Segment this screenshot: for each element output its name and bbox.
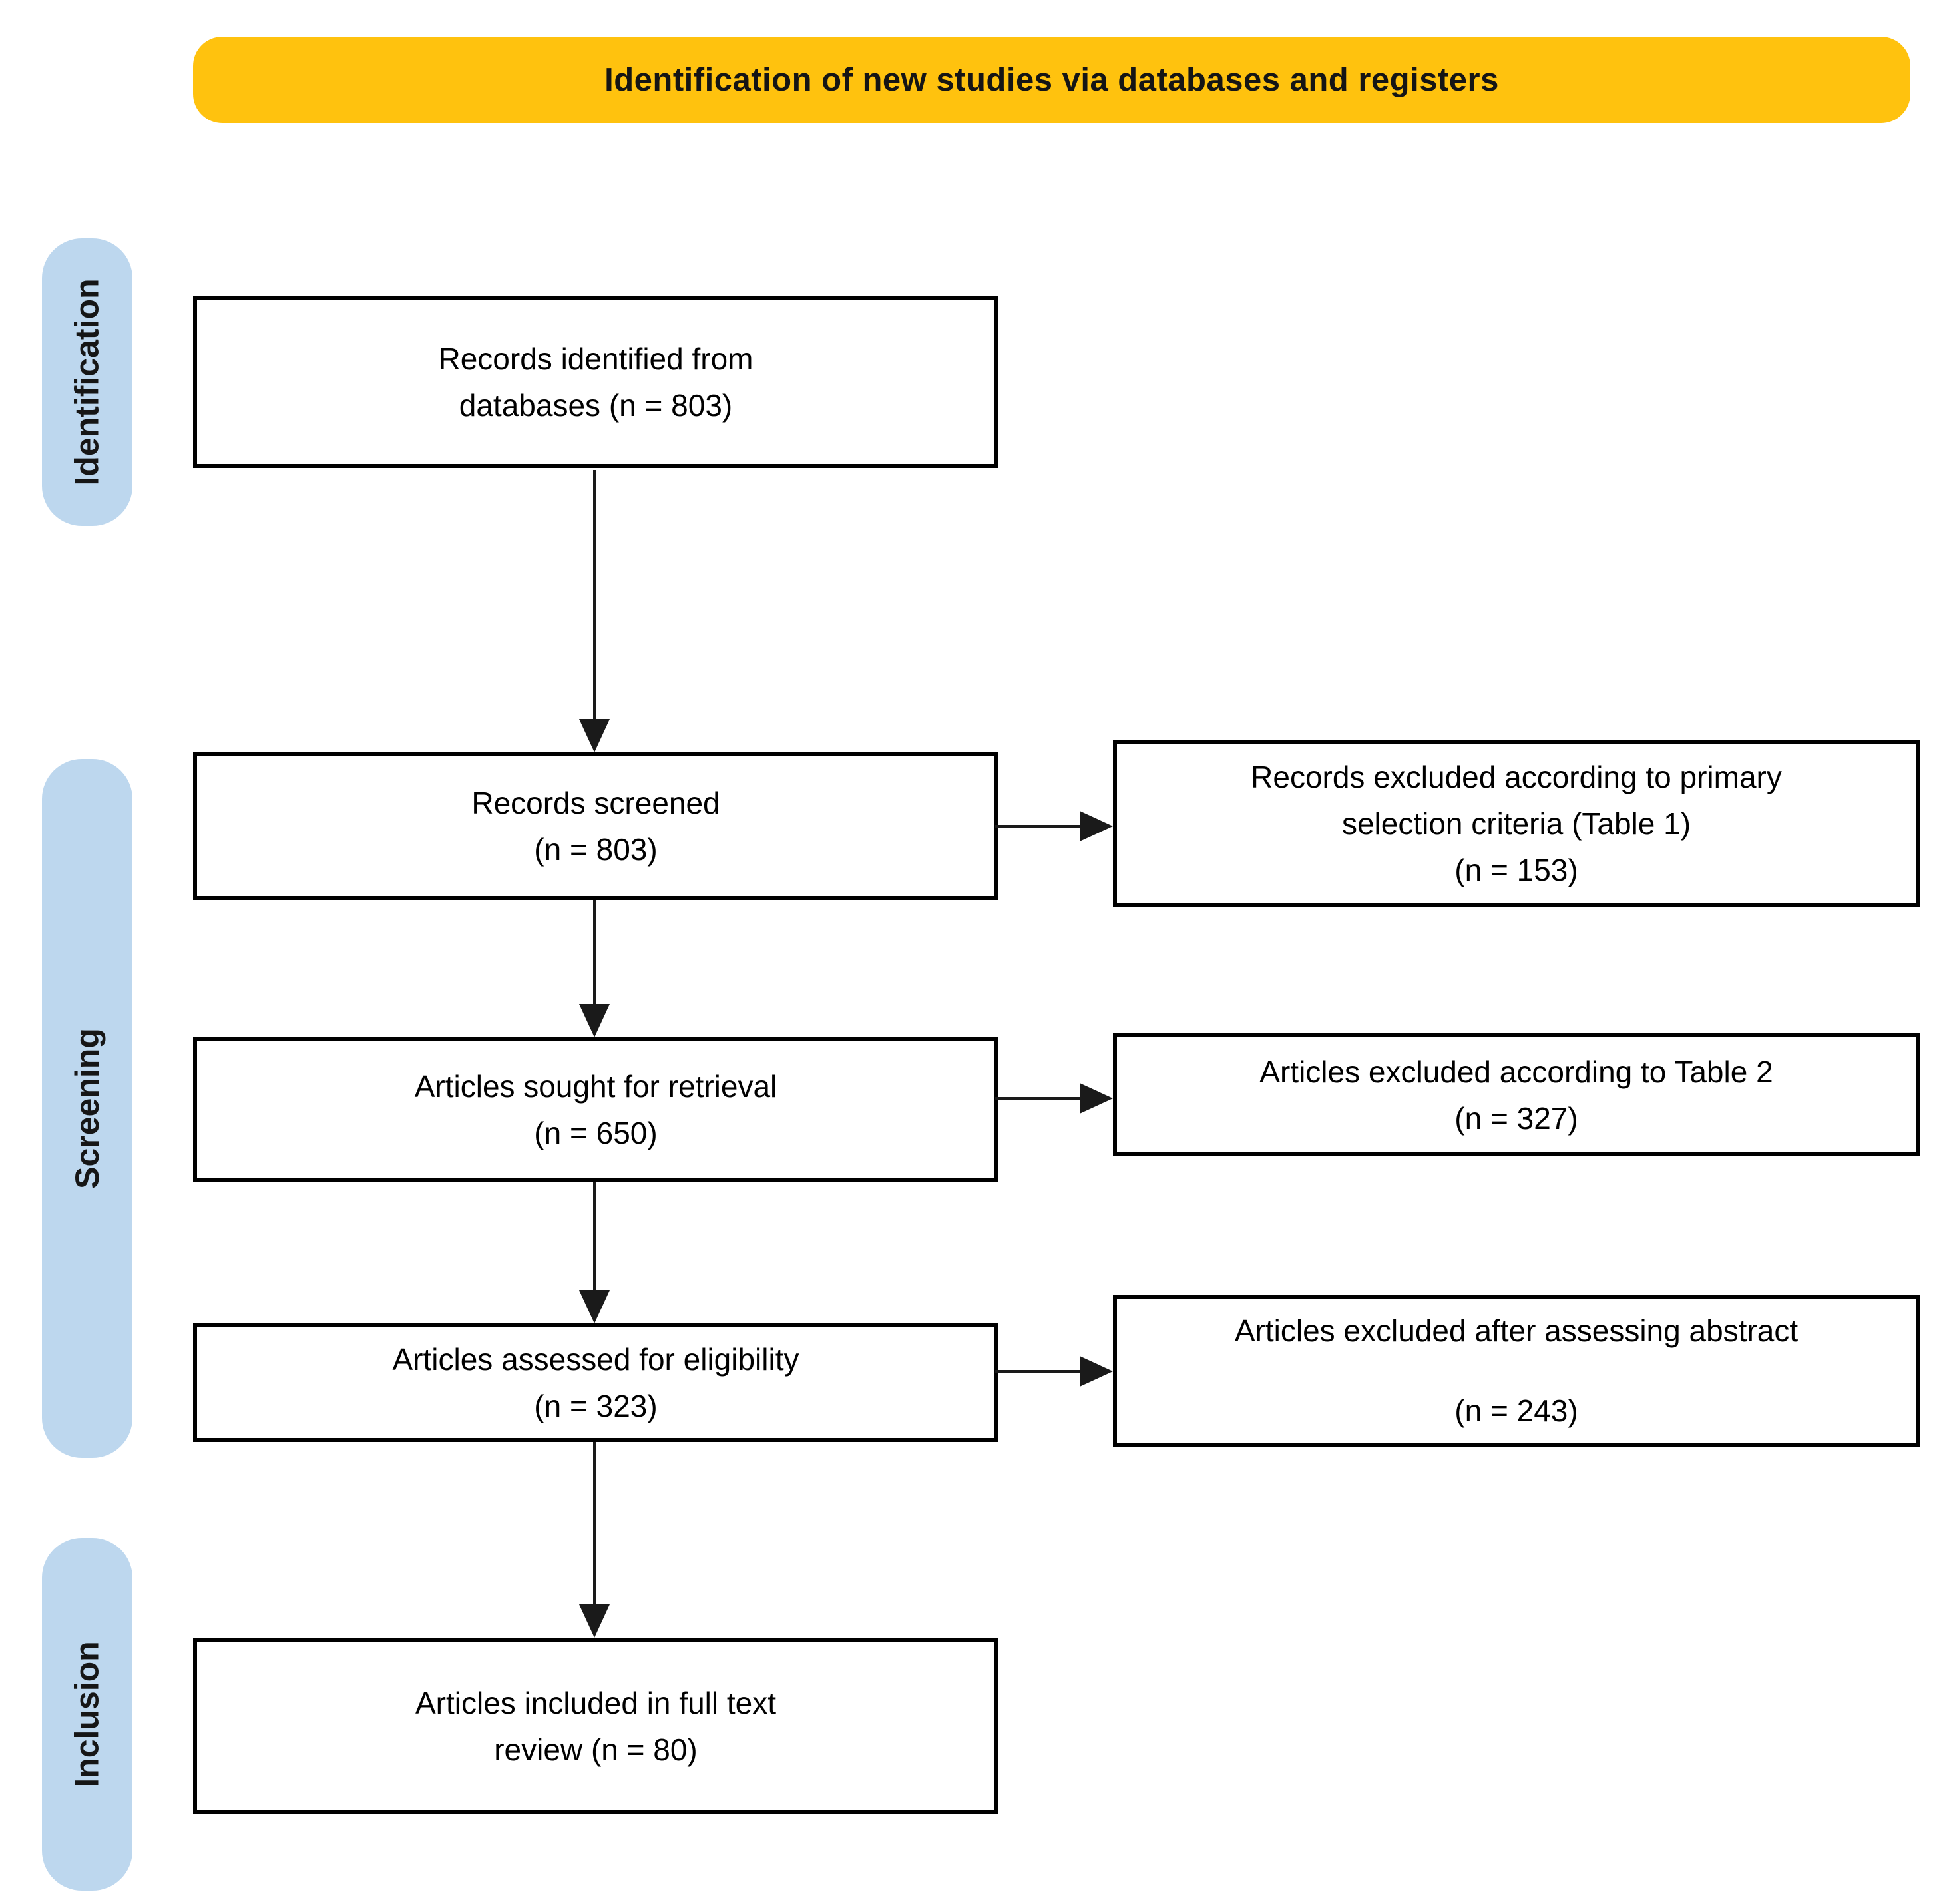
- stage-band-identification: Identification: [42, 238, 132, 526]
- box-text-line: Articles assessed for eligibility: [392, 1342, 799, 1377]
- stage-label-screening: Screening: [69, 1028, 106, 1189]
- arrow-line: [593, 470, 596, 719]
- box-articles-excluded-table-2: Articles excluded according to Table 2 (…: [1113, 1033, 1920, 1156]
- box-text-line: Articles excluded according to Table 2: [1259, 1054, 1773, 1089]
- arrow-screened-to-excluded: [995, 811, 1113, 841]
- box-text-line: review (n = 80): [494, 1732, 698, 1767]
- stage-band-screening: Screening: [42, 759, 132, 1458]
- stage-band-inclusion: Inclusion: [42, 1538, 132, 1891]
- box-text-line: Articles included in full text: [415, 1685, 777, 1720]
- arrow-line: [995, 825, 1080, 828]
- title-banner: Identification of new studies via databa…: [193, 37, 1910, 123]
- stage-label-inclusion: Inclusion: [69, 1641, 106, 1787]
- box-text-line: Articles sought for retrieval: [414, 1069, 777, 1104]
- box-records-identified: Records identified from databases (n = 8…: [193, 296, 998, 468]
- arrow-line: [593, 1182, 596, 1290]
- arrow-head-right-icon: [1080, 811, 1113, 841]
- arrow-head-right-icon: [1080, 1083, 1113, 1114]
- arrow-screened-to-sought: [579, 900, 610, 1037]
- box-text-line: (n = 153): [1454, 853, 1578, 887]
- arrow-head-right-icon: [1080, 1356, 1113, 1387]
- stage-label-identification: Identification: [69, 278, 107, 486]
- box-text-line: Records identified from: [438, 342, 754, 376]
- arrow-line: [995, 1370, 1080, 1373]
- arrow-head-down-icon: [579, 719, 610, 752]
- box-text-line: Articles excluded after assessing abstra…: [1234, 1313, 1799, 1348]
- arrow-assessed-to-excluded: [995, 1356, 1113, 1387]
- arrow-sought-to-assessed: [579, 1182, 610, 1323]
- box-text-line: (n = 243): [1454, 1393, 1578, 1428]
- box-text-line: (n = 803): [534, 832, 658, 867]
- box-text-line: (n = 327): [1454, 1100, 1578, 1136]
- box-text-line: Records screened: [471, 786, 720, 820]
- arrow-head-down-icon: [579, 1290, 610, 1323]
- arrow-line: [593, 1442, 596, 1604]
- box-text-line: databases (n = 803): [459, 388, 733, 423]
- arrow-identified-to-screened: [579, 470, 610, 752]
- box-text-line: (n = 323): [534, 1389, 658, 1423]
- arrow-head-down-icon: [579, 1604, 610, 1638]
- arrow-assessed-to-included: [579, 1442, 610, 1638]
- box-articles-sought-for-retrieval: Articles sought for retrieval (n = 650): [193, 1037, 998, 1182]
- arrow-head-down-icon: [579, 1004, 610, 1037]
- arrow-line: [995, 1097, 1080, 1100]
- box-text-line: selection criteria (Table 1): [1341, 806, 1691, 841]
- diagram-title: Identification of new studies via databa…: [604, 62, 1499, 98]
- arrow-line: [593, 900, 596, 1004]
- box-text-line: (n = 650): [534, 1116, 658, 1150]
- box-articles-included-full-text: Articles included in full text review (n…: [193, 1638, 998, 1814]
- box-records-excluded-primary-criteria: Records excluded according to primary se…: [1113, 740, 1920, 907]
- box-articles-assessed-for-eligibility: Articles assessed for eligibility (n = 3…: [193, 1323, 998, 1442]
- box-records-screened: Records screened (n = 803): [193, 752, 998, 900]
- box-articles-excluded-abstract: Articles excluded after assessing abstra…: [1113, 1295, 1920, 1447]
- box-text-line: Records excluded according to primary: [1251, 760, 1782, 794]
- arrow-sought-to-excluded: [995, 1083, 1113, 1114]
